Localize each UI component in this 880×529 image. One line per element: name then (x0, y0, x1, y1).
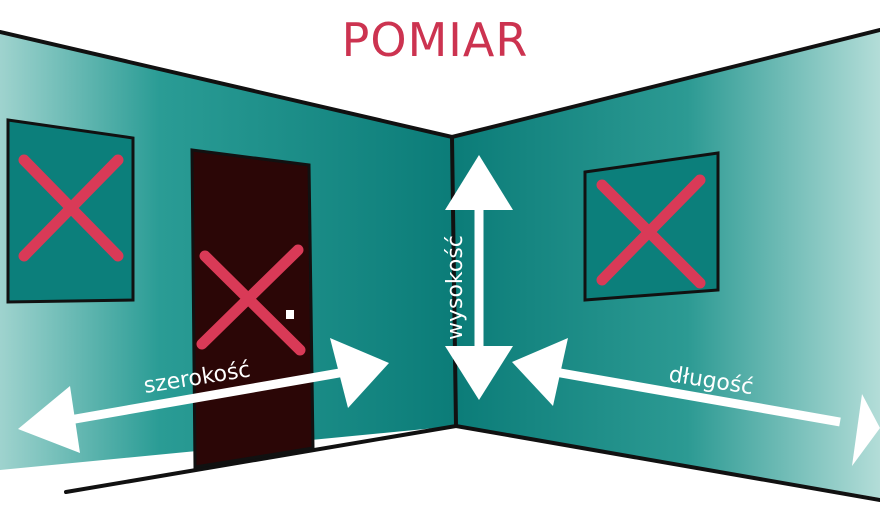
cross-icon (596, 174, 706, 289)
door-handle (286, 310, 294, 319)
wall-outlines (0, 28, 880, 502)
cross-icon (18, 154, 124, 262)
height-arrow (445, 155, 513, 400)
right-window (583, 151, 720, 302)
width-arrow (18, 338, 389, 453)
cross-icon (196, 244, 306, 356)
length-arrow (512, 338, 880, 466)
left-window (6, 118, 135, 304)
page-title: POMIAR (342, 13, 529, 67)
door (190, 148, 315, 469)
height-label: wysokość (443, 235, 468, 340)
